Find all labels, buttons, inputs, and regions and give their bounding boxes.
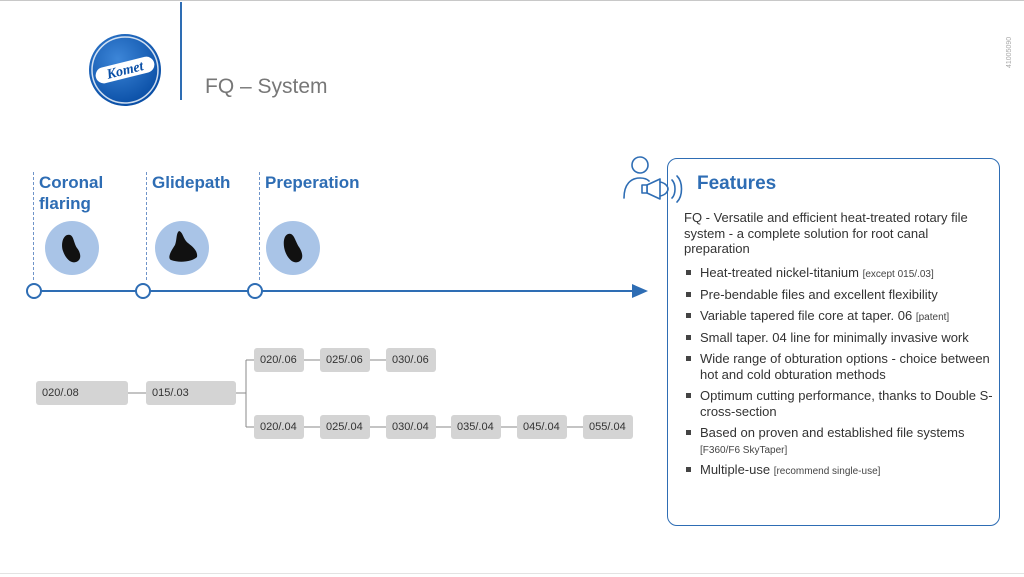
timeline-node <box>247 283 263 299</box>
feature-text: Small taper. 04 line for minimally invas… <box>700 329 969 345</box>
file-box: 020/.06 <box>254 348 304 372</box>
timeline-node <box>26 283 42 299</box>
feature-note: [F360/F6 SkyTaper] <box>700 444 788 456</box>
feature-text: Optimum cutting performance, thanks to D… <box>700 388 993 419</box>
feature-note: [patent] <box>915 312 950 323</box>
feature-text: Multiple-use <box>700 462 774 477</box>
timeline-line <box>33 290 637 292</box>
file-box: 020/.04 <box>254 415 304 439</box>
feature-note: [recommend single-use] <box>773 466 881 477</box>
bullet-icon <box>686 467 691 472</box>
feature-text: Variable tapered file core at taper. 06 <box>700 308 916 323</box>
feature-text: Wide range of obturation options - choic… <box>700 351 990 382</box>
feature-text: Pre-bendable files and excellent flexibi… <box>700 286 938 302</box>
page-title: FQ – System <box>205 75 328 98</box>
file-box: 030/.04 <box>386 415 436 439</box>
megaphone-person-icon <box>623 156 683 203</box>
cross-section-image <box>266 221 320 275</box>
bottom-border <box>0 573 1024 574</box>
feature-item: Based on proven and established file sys… <box>684 425 994 458</box>
features-title: Features <box>697 173 777 194</box>
file-box: 025/.04 <box>320 415 370 439</box>
bullet-icon <box>686 270 691 275</box>
cross-section-image <box>155 221 209 275</box>
feature-item: Optimum cutting performance, thanks to D… <box>684 388 994 421</box>
top-border <box>0 0 1024 1</box>
file-box: 045/.04 <box>517 415 567 439</box>
features-panel <box>667 158 1000 526</box>
bullet-icon <box>686 393 691 398</box>
phase-divider-line <box>146 172 147 280</box>
file-box: 015/.03 <box>146 381 236 405</box>
file-box: 035/.04 <box>451 415 501 439</box>
feature-item: Multiple-use [recommend single-use] <box>684 462 994 480</box>
document-id: 41005090 <box>1006 36 1013 68</box>
features-intro: FQ - Versatile and efficient heat-treate… <box>684 210 968 256</box>
bullet-icon <box>686 313 691 318</box>
features-list: Heat-treated nickel-titanium [except 015… <box>684 265 994 484</box>
feature-text: Based on proven and established file sys… <box>700 425 965 440</box>
feature-item: Variable tapered file core at taper. 06 … <box>684 308 994 326</box>
feature-item: Wide range of obturation options - choic… <box>684 351 994 384</box>
feature-note: [except 015/.03] <box>862 269 934 280</box>
feature-item: Pre-bendable files and excellent flexibi… <box>684 287 994 305</box>
feature-item: Small taper. 04 line for minimally invas… <box>684 330 994 348</box>
timeline-node <box>135 283 151 299</box>
feature-item: Heat-treated nickel-titanium [except 015… <box>684 265 994 283</box>
phase-divider-line <box>259 172 260 280</box>
bullet-icon <box>686 356 691 361</box>
phase-label: Preperation <box>265 173 360 192</box>
file-box: 030/.06 <box>386 348 436 372</box>
bullet-icon <box>686 291 691 297</box>
bullet-icon <box>686 430 691 435</box>
file-box: 020/.08 <box>36 381 128 405</box>
feature-text: Heat-treated nickel-titanium <box>700 265 863 280</box>
file-box: 025/.06 <box>320 348 370 372</box>
cross-section-image <box>45 221 99 275</box>
komet-logo: Komet <box>89 34 161 106</box>
phase-label: Glidepath <box>152 173 231 192</box>
header-divider <box>180 2 182 100</box>
bullet-icon <box>686 334 691 340</box>
file-box: 055/.04 <box>583 415 633 439</box>
phase-divider-line <box>33 172 34 280</box>
timeline-arrow <box>632 284 648 298</box>
